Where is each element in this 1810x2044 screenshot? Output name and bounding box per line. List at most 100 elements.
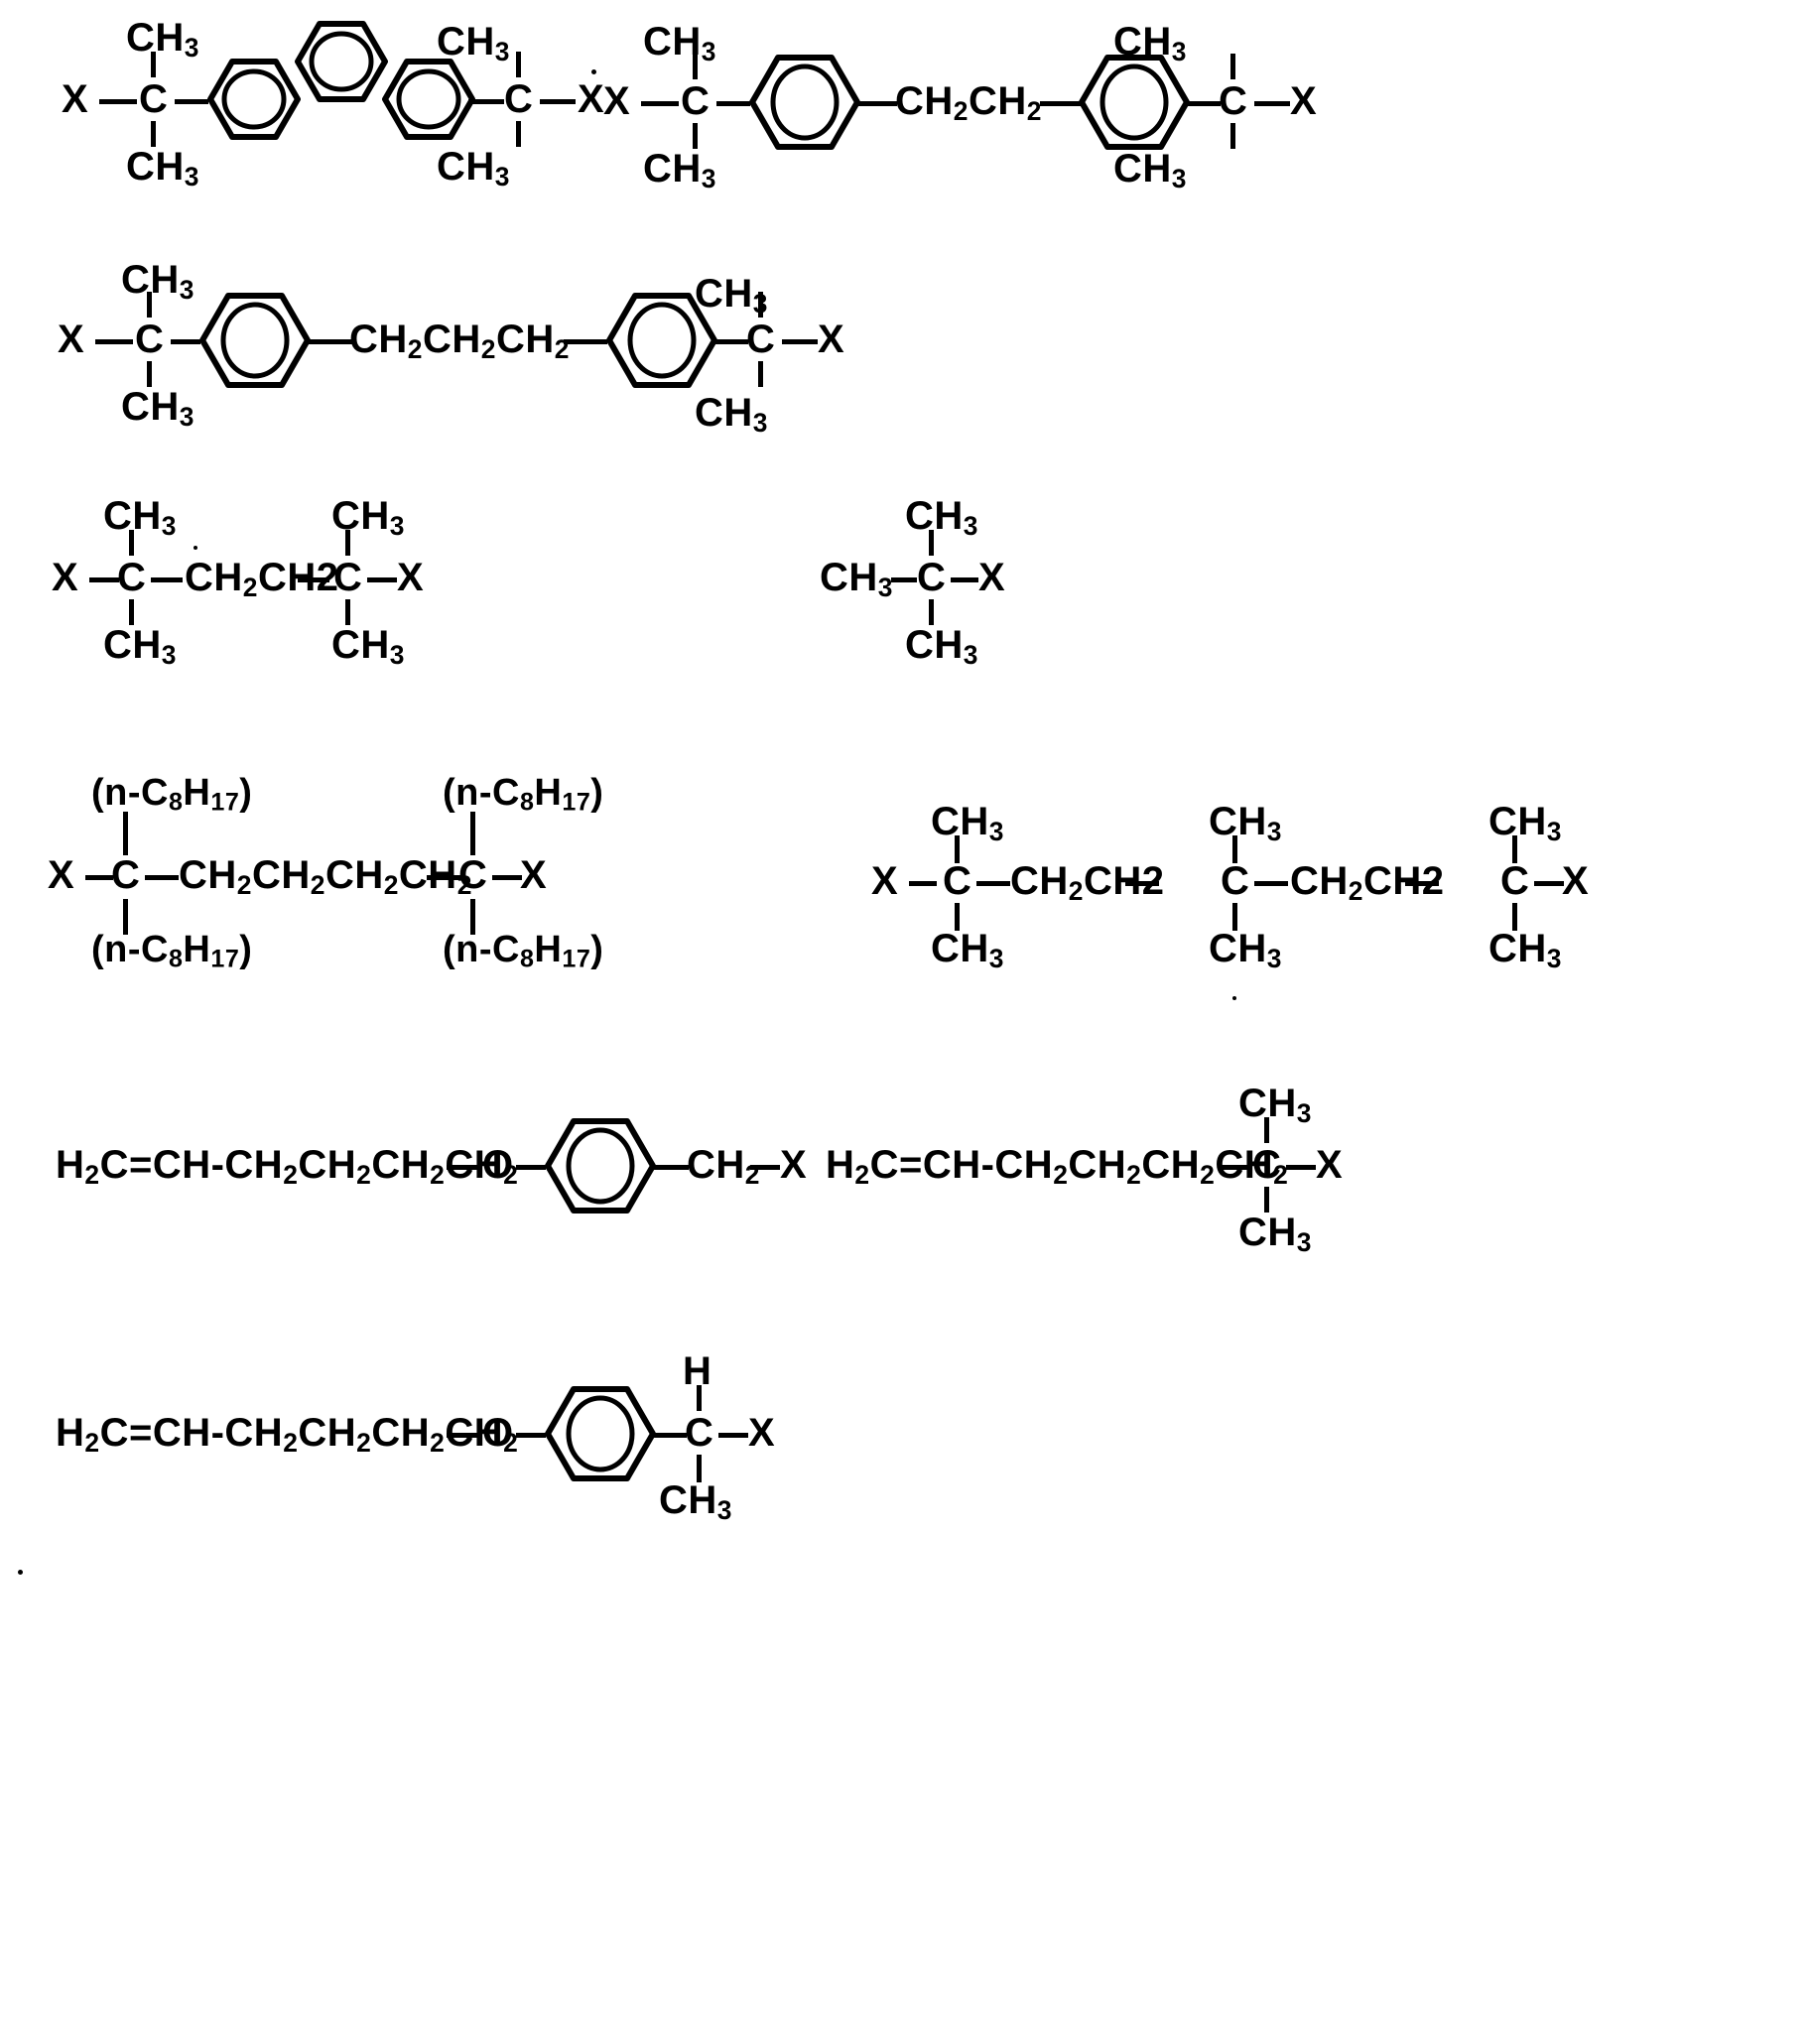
atom-label-x: X <box>58 318 85 361</box>
bridge-ch2ch2ch2: CH2CH2CH2 <box>349 318 570 364</box>
bridge-ch2ch2: CH2CH2 <box>1010 859 1165 906</box>
atom-label-x: X <box>871 859 899 903</box>
bond-c-ch3-up <box>1230 54 1235 79</box>
atom-label-x: X <box>48 853 75 897</box>
bond-c-ch2 <box>145 875 179 880</box>
atom-label-x: X <box>578 77 605 121</box>
substituent-ch3: CH3 <box>126 16 199 63</box>
atom-label-c: C <box>1221 859 1250 903</box>
bond-c-ch3-down <box>758 361 763 387</box>
bond-ring-ch2 <box>651 1165 689 1170</box>
substituent-ch3: CH3 <box>643 147 716 193</box>
chain-hexenyl: H2C=CH-CH2CH2CH2CH2 <box>56 1143 519 1190</box>
substituent-octyl: (n-C8H17) <box>91 929 253 973</box>
bond-ch2-x <box>750 1165 780 1170</box>
atom-label-c: C <box>917 556 947 599</box>
substituent-ch3: CH3 <box>437 20 510 66</box>
bond-c-ch3-up <box>1232 835 1237 863</box>
atom-label-c: C <box>458 853 488 897</box>
atom-label-c: C <box>746 318 776 361</box>
bond-c-ch3-up <box>129 530 134 556</box>
bond-c-ch3-down <box>955 903 960 931</box>
group-ch2: CH2 <box>687 1143 760 1190</box>
substituent-ch3: CH3 <box>820 556 893 602</box>
scan-speck <box>194 546 197 550</box>
bond-c-ch3-up <box>1512 835 1517 863</box>
bond-o-ring <box>516 1433 546 1438</box>
substituent-ch3: CH3 <box>931 800 1004 846</box>
atom-label-c: C <box>139 77 169 121</box>
substituent-ch3: CH3 <box>126 145 199 192</box>
atom-label-c: C <box>135 318 165 361</box>
bond-c-ch3-down <box>147 361 152 387</box>
atom-label-c: C <box>1252 1143 1282 1187</box>
bond-c-ring <box>175 99 208 104</box>
bond-c-ch3-down <box>1230 123 1235 149</box>
atom-label-c: C <box>117 556 147 599</box>
bond-ch2-c <box>1405 881 1439 886</box>
benzene-ring <box>542 1377 659 1490</box>
benzene-ring <box>542 1109 659 1222</box>
bond-x-c <box>95 339 133 344</box>
bond-c-ring <box>171 339 200 344</box>
bond-c-ch3-down <box>1232 903 1237 931</box>
atom-label-x: X <box>397 556 425 599</box>
substituent-ch3: CH3 <box>331 494 405 541</box>
atom-label-x: X <box>1562 859 1590 903</box>
bond-c-x <box>492 875 522 880</box>
bond-c-ch3-down <box>697 1455 702 1482</box>
atom-label-x: X <box>978 556 1006 599</box>
substituent-ch3: CH3 <box>1488 800 1562 846</box>
substituent-ch3: CH3 <box>121 258 194 305</box>
bond-c-ch3-down <box>929 599 934 625</box>
bond-c-ch3-down <box>345 599 350 625</box>
atom-label-x: X <box>603 79 631 123</box>
substituent-h: H <box>683 1349 712 1393</box>
phenanthrene-core <box>202 6 475 155</box>
scan-speck <box>591 69 596 74</box>
atom-label-x: X <box>52 556 79 599</box>
atom-label-x: X <box>62 77 89 121</box>
substituent-octyl: (n-C8H17) <box>443 772 604 817</box>
atom-label-o: O <box>482 1411 514 1455</box>
substituent-ch3: CH3 <box>695 272 768 319</box>
bridge-ch2ch2ch2ch2: CH2CH2CH2CH2 <box>179 853 472 900</box>
bond-x-c <box>641 101 679 106</box>
bond-c-ch3-up <box>516 52 521 77</box>
substituent-ch3: CH3 <box>437 145 510 192</box>
bond-c-ch3-down <box>516 121 521 147</box>
atom-label-o: O <box>482 1143 514 1187</box>
bond-c-x <box>540 99 576 104</box>
bond-c-x <box>951 577 978 582</box>
atom-label-x: X <box>780 1143 808 1187</box>
substituent-ch3: CH3 <box>931 927 1004 973</box>
bond-c-ch3-up <box>345 530 350 556</box>
bond-x-c <box>85 875 113 880</box>
substituent-ch3: CH3 <box>121 385 194 432</box>
substituent-ch3: CH3 <box>1113 20 1187 66</box>
substituent-ch3: CH3 <box>1113 147 1187 193</box>
bond-c-octyl-up <box>470 812 475 855</box>
bond-ring-c <box>712 339 748 344</box>
substituent-ch3: CH3 <box>1209 927 1282 973</box>
bond-c-ch3-down <box>129 599 134 625</box>
substituent-octyl: (n-C8H17) <box>443 929 604 973</box>
bond-c-ch3-down <box>1264 1187 1269 1213</box>
substituent-ch3: CH3 <box>643 20 716 66</box>
bond-c-ch3-up <box>758 292 763 318</box>
substituent-octyl: (n-C8H17) <box>91 772 253 817</box>
bond-c-x <box>782 339 818 344</box>
bond-c-octyl-down <box>123 899 128 935</box>
substituent-ch3: CH3 <box>1238 1211 1312 1257</box>
substituent-ch3: CH3 <box>103 494 177 541</box>
bond-c-x <box>1254 101 1290 106</box>
bond-c-ch2 <box>976 881 1010 886</box>
bond-c-ch3-up <box>929 530 934 556</box>
bond-c-octyl-down <box>470 899 475 935</box>
bond-x-c <box>89 577 119 582</box>
bond-c-ch3-up <box>693 54 698 79</box>
bond-ring-ch2 <box>306 339 353 344</box>
bond-c-ch3-down <box>151 121 156 147</box>
bond-c-octyl-up <box>123 812 128 855</box>
substituent-ch3: CH3 <box>1238 1082 1312 1128</box>
